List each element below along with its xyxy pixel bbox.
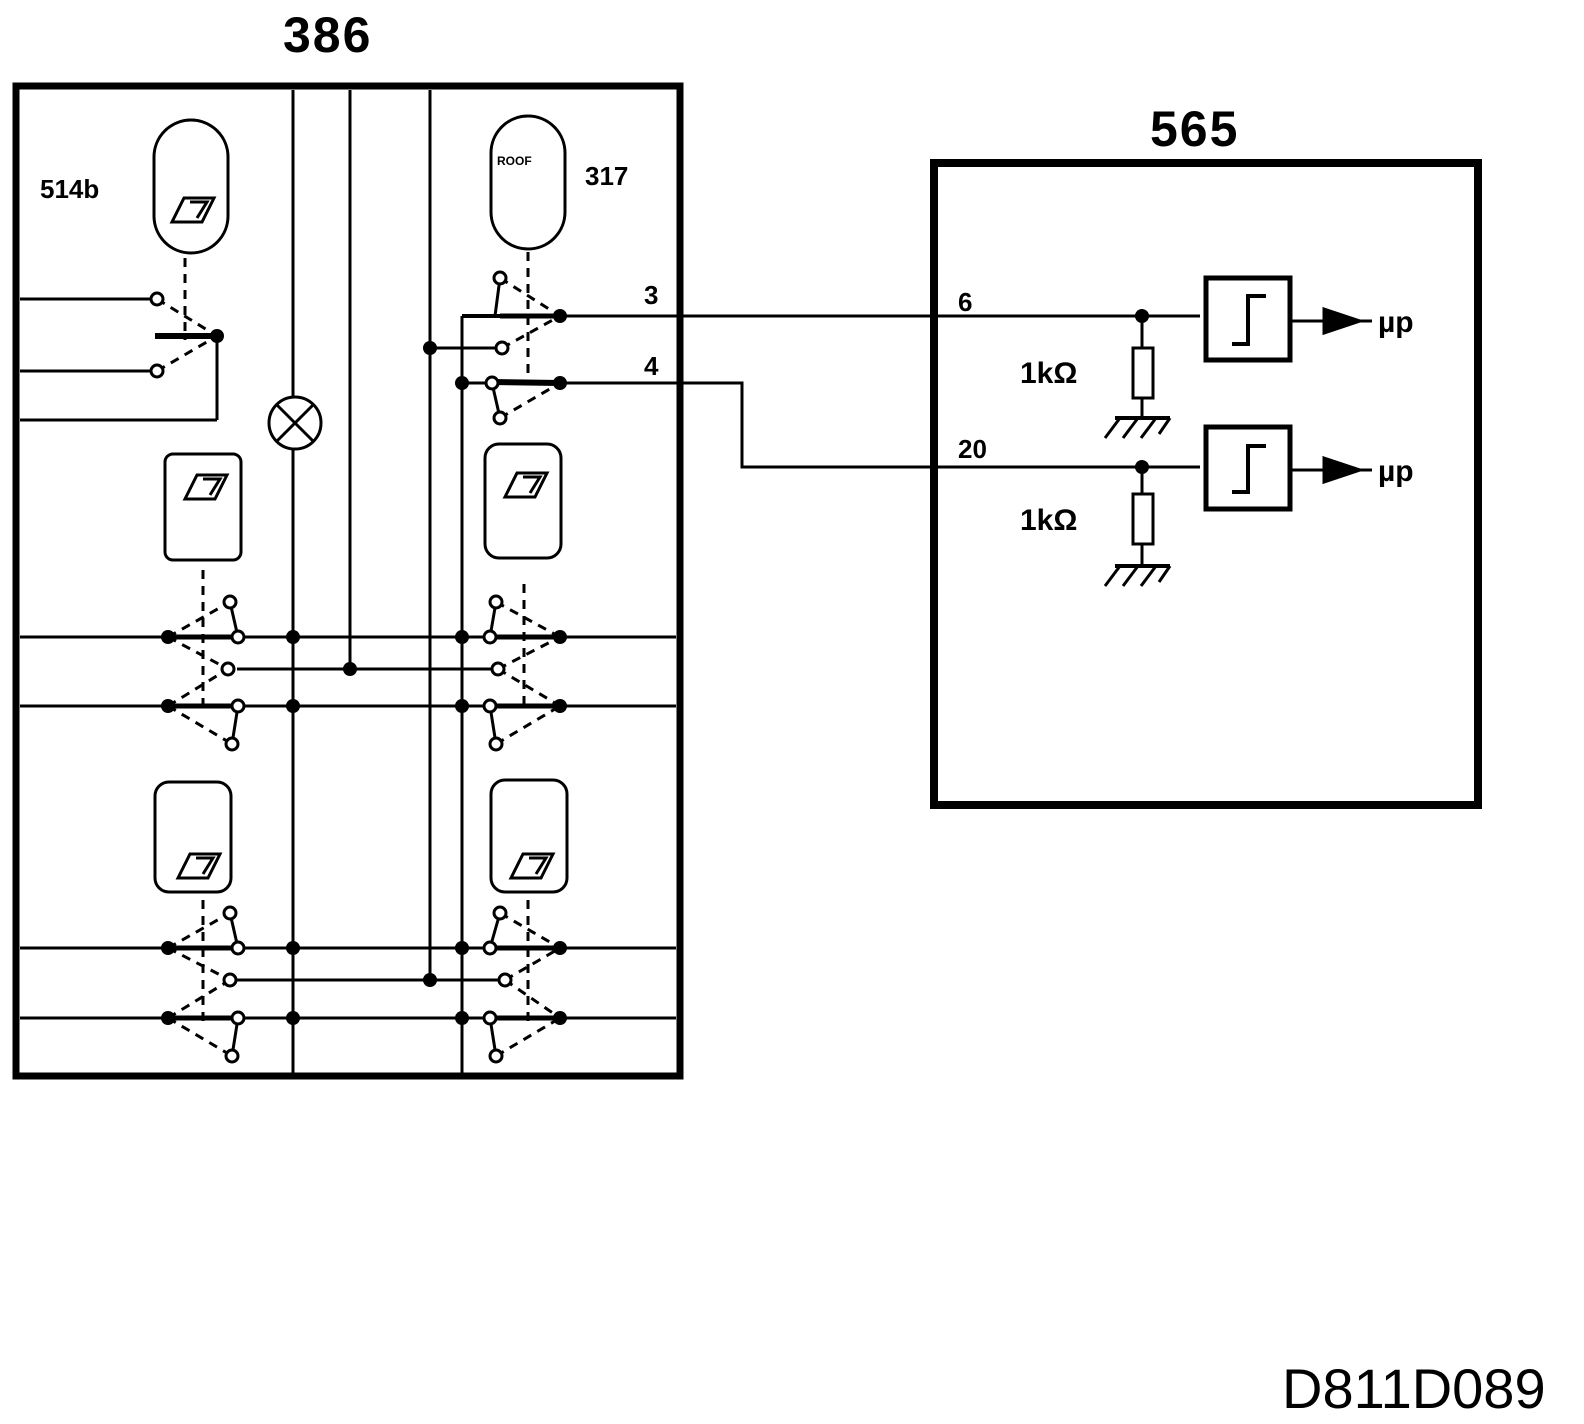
window-switch-rear-right	[489, 778, 569, 894]
junction-dot	[423, 341, 437, 355]
junction-dot	[1135, 460, 1149, 474]
lamp-icon	[267, 395, 323, 451]
junction-dot	[210, 329, 224, 343]
resistor-bottom-label: 1kΩ	[1020, 504, 1077, 537]
window-switch-front-right	[483, 442, 563, 560]
label-514b: 514b	[40, 174, 99, 204]
switch-front-right-contacts	[488, 584, 561, 746]
switch-rear-left-nodes	[161, 905, 246, 1064]
label-317: 317	[585, 161, 628, 191]
window-switch-wires	[20, 635, 676, 1020]
output-bottom-label: µp	[1378, 455, 1414, 488]
output-arrows	[1290, 306, 1372, 485]
junction-dot	[455, 376, 469, 390]
junction-dot	[1135, 309, 1149, 323]
pin-6-label: 6	[958, 287, 972, 317]
contact-node	[494, 340, 510, 356]
roof-label: ROOF	[497, 154, 532, 168]
schmitt-trigger-bottom	[1203, 424, 1293, 512]
switch-514b-button	[152, 118, 230, 255]
contact-node	[149, 291, 165, 307]
bus-junction-dots	[286, 630, 469, 1025]
switch-front-right-nodes	[482, 594, 567, 752]
schmitt-trigger-top	[1203, 275, 1293, 363]
module-565-label: 565	[1150, 101, 1239, 157]
switch-317-button	[489, 114, 567, 251]
diagram-code: D811D089	[1282, 1357, 1546, 1420]
contact-node	[492, 270, 508, 286]
vertical-bus-lines	[291, 90, 464, 1073]
window-switch-front-left	[163, 452, 243, 562]
contact-node	[149, 363, 165, 379]
interconnect-wires	[560, 314, 1200, 469]
switch-front-left-nodes	[161, 594, 246, 752]
contact-node	[484, 375, 500, 391]
resistor-branches	[1103, 316, 1172, 587]
switch-rear-right-nodes	[482, 905, 567, 1064]
module-565-frame	[930, 159, 1482, 809]
window-switch-rear-left	[153, 780, 233, 894]
module-386-frame	[12, 82, 684, 1080]
resistor-top-label: 1kΩ	[1020, 357, 1077, 390]
pin-20-label: 20	[958, 434, 987, 464]
pin-3-label: 3	[644, 280, 658, 310]
contact-node	[492, 410, 508, 426]
module-386-label: 386	[283, 7, 372, 63]
pin-4-label: 4	[644, 351, 659, 381]
output-top-label: µp	[1378, 306, 1414, 339]
switch-514b-wiring	[20, 258, 219, 422]
